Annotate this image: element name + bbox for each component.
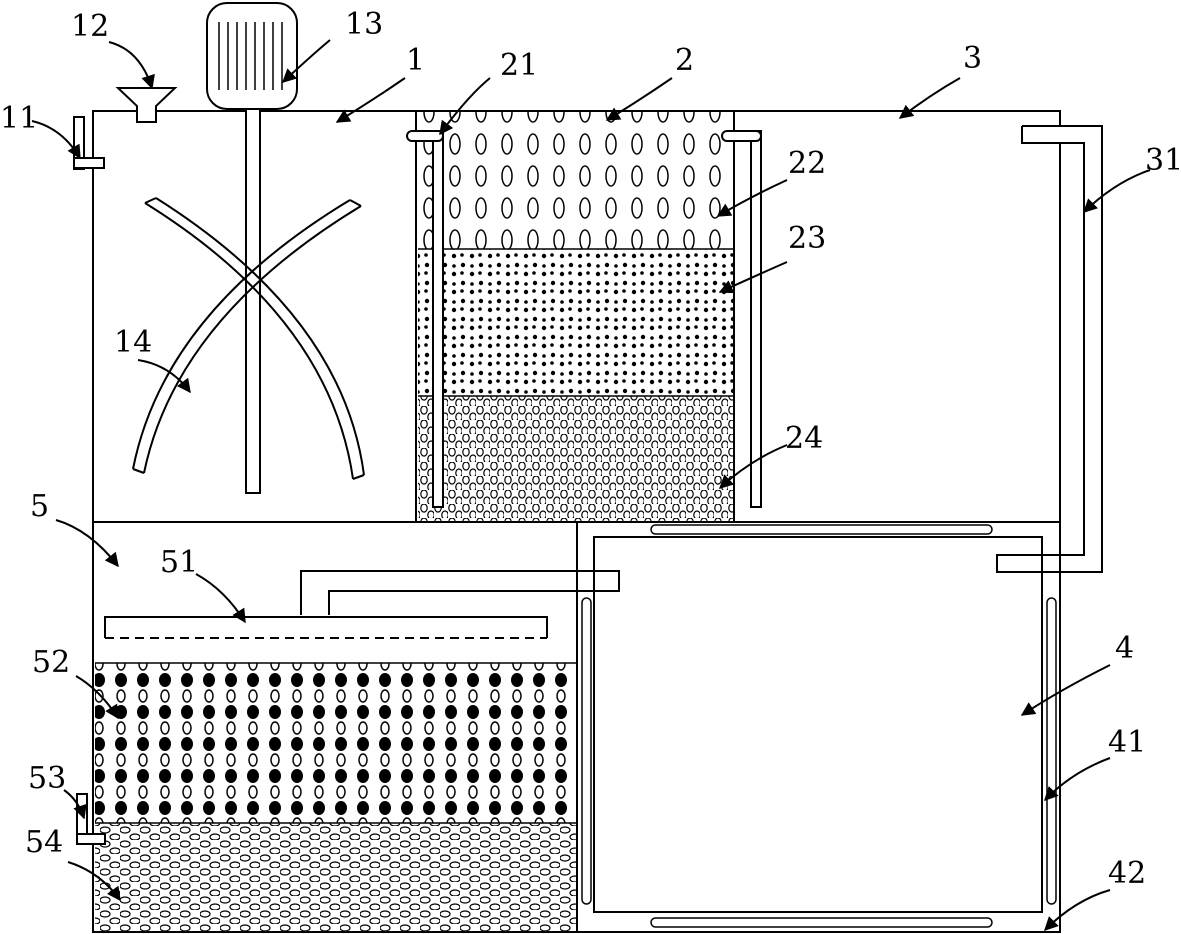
leader-3 bbox=[898, 77, 961, 119]
leader-14 bbox=[137, 359, 191, 394]
label-22: 22 bbox=[788, 146, 826, 181]
label-14: 14 bbox=[114, 325, 152, 360]
stirring-shaft bbox=[245, 108, 261, 494]
pipe-21 bbox=[406, 130, 444, 508]
stirring-blades-14 bbox=[132, 197, 365, 480]
leader-53 bbox=[63, 789, 87, 820]
label-4: 4 bbox=[1115, 631, 1134, 666]
leader-5 bbox=[55, 519, 119, 568]
leader-4 bbox=[1020, 664, 1111, 716]
leader-lines bbox=[31, 39, 1151, 931]
leader-1 bbox=[335, 77, 406, 123]
label-11: 11 bbox=[0, 101, 38, 136]
label-24: 24 bbox=[785, 421, 823, 456]
leader-13 bbox=[281, 39, 331, 83]
funnel-inlet-12 bbox=[115, 87, 178, 123]
inlet-pipe-11 bbox=[73, 116, 105, 170]
leader-2 bbox=[605, 77, 673, 121]
label-52: 52 bbox=[32, 645, 70, 680]
heating-tubes-41 bbox=[581, 597, 1057, 905]
filter-layer-23 bbox=[418, 249, 734, 396]
filter-layer-52 bbox=[95, 663, 577, 823]
label-54: 54 bbox=[25, 825, 63, 860]
reference-numerals: 11 12 13 1 21 2 3 22 23 24 31 14 5 51 52… bbox=[0, 7, 1181, 891]
label-51: 51 bbox=[160, 545, 198, 580]
label-3: 3 bbox=[963, 41, 982, 76]
leader-42 bbox=[1044, 889, 1111, 931]
pipe-31 bbox=[996, 125, 1103, 573]
label-41: 41 bbox=[1108, 725, 1146, 760]
motor-13 bbox=[206, 2, 298, 110]
filter-layer-24 bbox=[418, 396, 734, 522]
heating-tubes-42 bbox=[650, 524, 993, 928]
leader-24 bbox=[718, 444, 788, 489]
filter-column bbox=[415, 110, 735, 523]
leader-51 bbox=[195, 573, 246, 624]
label-31: 31 bbox=[1145, 143, 1181, 178]
label-53: 53 bbox=[28, 761, 66, 796]
filter-layer-54 bbox=[95, 823, 577, 931]
label-13: 13 bbox=[345, 7, 383, 42]
leader-11 bbox=[31, 120, 81, 160]
label-5: 5 bbox=[30, 489, 49, 524]
leader-52 bbox=[75, 675, 119, 720]
distributor-pipe-51 bbox=[104, 570, 620, 639]
leader-31 bbox=[1082, 169, 1151, 213]
leader-12 bbox=[108, 41, 155, 90]
tank-4 bbox=[576, 521, 1061, 933]
label-1: 1 bbox=[406, 43, 425, 78]
label-21: 21 bbox=[500, 48, 538, 83]
leader-54 bbox=[67, 861, 121, 902]
filter-layer-22 bbox=[418, 111, 734, 249]
label-2: 2 bbox=[675, 43, 694, 78]
leader-22 bbox=[716, 179, 788, 217]
tank-5 bbox=[92, 521, 578, 933]
leader-41 bbox=[1044, 757, 1111, 802]
label-12: 12 bbox=[71, 9, 109, 44]
label-42: 42 bbox=[1108, 856, 1146, 891]
leader-23 bbox=[718, 261, 788, 294]
leader-21 bbox=[439, 77, 491, 136]
outlet-pipe-right-column bbox=[721, 130, 762, 508]
tank-3 bbox=[734, 110, 1061, 545]
label-23: 23 bbox=[788, 221, 826, 256]
